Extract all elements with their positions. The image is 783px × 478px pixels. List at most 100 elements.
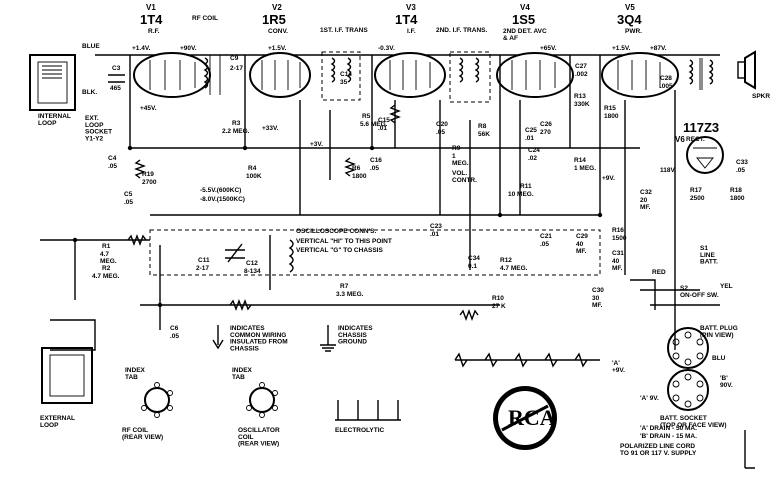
svg-text:V3: V3 [406,3,416,12]
rf-coil-rear-view-symbol [141,382,173,418]
svg-text:R15: R15 [604,105,616,112]
svg-text:C32: C32 [640,189,652,196]
tube-v4 [496,52,574,98]
svg-text:BLUE: BLUE [82,43,100,50]
svg-text:V4: V4 [520,3,530,12]
svg-text:C12: C12 [246,260,258,267]
svg-text:C20: C20 [436,121,448,128]
svg-text:.02: .02 [528,155,537,162]
svg-text:C30: C30 [592,287,604,294]
svg-text:C34: C34 [468,255,480,262]
svg-text:118V.: 118V. [660,167,676,174]
svg-text:C21: C21 [540,233,552,240]
svg-text:C14: C14 [340,71,352,78]
svg-text:1T4: 1T4 [140,12,163,27]
section-labels: RF COIL 1ST. I.F. TRANS 2ND. I.F. TRANS.… [40,15,770,457]
svg-text:R12: R12 [500,257,512,264]
svg-text:.01: .01 [525,135,534,142]
tube-labels: V1 1T4 R.F. V2 1R5 CONV. V3 1T4 I.F. V4 … [140,3,719,144]
svg-text:8-134: 8-134 [244,268,261,275]
svg-text:R17: R17 [690,187,702,194]
svg-text:'A' 9V.: 'A' 9V. [640,395,659,402]
rca-logo [493,386,557,450]
svg-text:C29: C29 [576,233,588,240]
svg-text:1800: 1800 [730,195,745,202]
svg-text:56K: 56K [478,131,490,138]
tube-v3 [374,52,446,98]
svg-text:CONV.: CONV. [268,28,288,35]
svg-text:'A'+9V.: 'A'+9V. [612,360,625,374]
svg-text:.05: .05 [736,167,745,174]
svg-text:27 K: 27 K [492,303,506,310]
svg-text:1T4: 1T4 [395,12,418,27]
svg-text:3.3 MEG.: 3.3 MEG. [336,291,364,298]
svg-text:35: 35 [340,79,348,86]
svg-text:R2: R2 [102,265,111,272]
svg-text:-0.3V.: -0.3V. [378,45,395,52]
svg-text:PWR.: PWR. [625,28,642,35]
rca-logo-text: RCA [508,405,556,430]
svg-text:C3: C3 [112,65,121,72]
svg-text:+90V.: +90V. [180,45,197,52]
svg-text:.05: .05 [124,199,133,206]
tube-v1 [133,52,211,98]
svg-text:R6: R6 [352,165,361,172]
svg-text:.05: .05 [436,129,445,136]
svg-text:VERTICAL "G" TO CHASSIS: VERTICAL "G" TO CHASSIS [296,247,383,254]
svg-text:+9V.: +9V. [602,175,615,182]
svg-text:BLK.: BLK. [82,89,97,96]
svg-text:C24: C24 [528,147,540,154]
svg-text:5.6 MEG.: 5.6 MEG. [360,121,388,128]
svg-text:OSCILLOSCOPE CONN'S.: OSCILLOSCOPE CONN'S. [296,228,376,235]
svg-text:RED: RED [652,269,666,276]
svg-text:R19: R19 [142,171,154,178]
svg-text:I.F.: I.F. [407,28,416,35]
svg-text:BATT. SOCKET(TOP OR FACE VIEW): BATT. SOCKET(TOP OR FACE VIEW) [660,415,727,429]
if-transformer-2 [449,51,491,103]
svg-text:+45V.: +45V. [140,105,157,112]
svg-text:R4: R4 [248,165,257,172]
svg-text:C9: C9 [230,55,239,62]
svg-text:-8.0V.(1500KC): -8.0V.(1500KC) [200,196,245,203]
svg-text:2-17: 2-17 [230,65,243,72]
svg-text:+1.4V.: +1.4V. [132,45,151,52]
svg-text:'A' DRAIN - 50 MA.: 'A' DRAIN - 50 MA. [640,425,697,432]
svg-text:VERTICAL "HI" TO THIS POINT: VERTICAL "HI" TO THIS POINT [296,238,392,245]
svg-text:R1: R1 [102,243,111,250]
svg-text:330K: 330K [574,101,590,108]
internal-loop [29,54,76,111]
svg-text:4.7 MEG.: 4.7 MEG. [92,273,120,280]
external-loop [41,347,93,404]
svg-text:R8: R8 [478,123,487,130]
tube-v5 [601,52,679,98]
svg-text:2ND. I.F. TRANS.: 2ND. I.F. TRANS. [436,27,487,34]
svg-text:VOL.CONTR.: VOL.CONTR. [452,170,477,184]
svg-text:C11: C11 [198,257,210,264]
svg-text:.05: .05 [108,163,117,170]
svg-text:C5: C5 [124,191,133,198]
svg-text:+1.5V.: +1.5V. [268,45,287,52]
svg-text:270: 270 [540,129,551,136]
svg-text:10 MEG.: 10 MEG. [508,191,534,198]
svg-text:C31: C31 [612,250,624,257]
svg-text:1500: 1500 [612,235,627,242]
svg-text:V1: V1 [146,3,156,12]
voltage-labels: +1.4V. +90V. +1.5V. -0.3V. +65V. +1.5V. … [132,45,667,182]
svg-text:V2: V2 [272,3,282,12]
svg-text:-5.5V.(600KC): -5.5V.(600KC) [200,187,241,194]
svg-text:C23: C23 [430,223,442,230]
svg-text:R5: R5 [362,113,371,120]
svg-text:C16: C16 [370,157,382,164]
svg-text:1ST. I.F. TRANS: 1ST. I.F. TRANS [320,27,368,34]
